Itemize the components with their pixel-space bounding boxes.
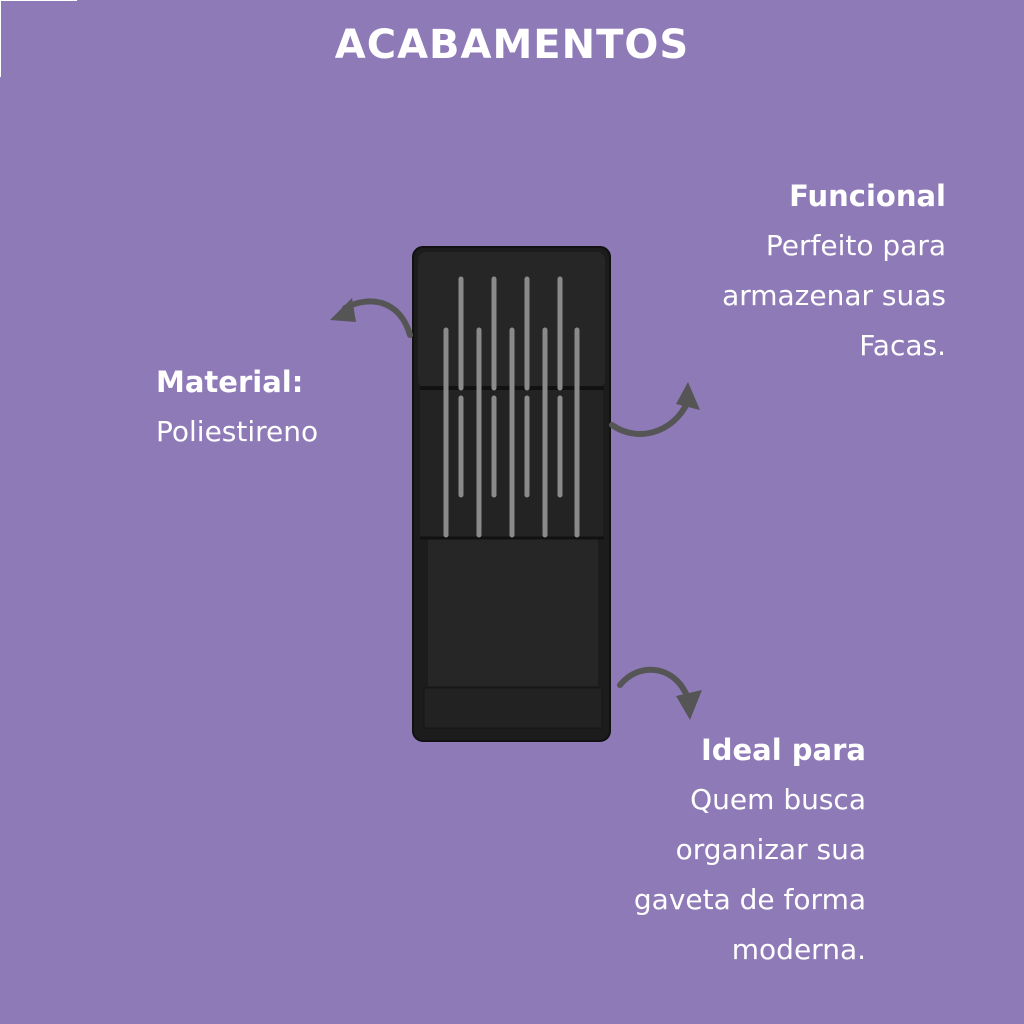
material-heading: Material: xyxy=(156,365,304,399)
ideal-block: Ideal para Quem busca organizar sua gave… xyxy=(634,725,866,975)
left-edge-line xyxy=(0,0,1,77)
ideal-line: Quem busca xyxy=(690,783,866,816)
material-block: Material: Poliestireno xyxy=(156,357,318,457)
material-text: Poliestireno xyxy=(156,415,319,448)
knife-tray-image xyxy=(412,246,611,742)
funcional-block: Funcional Perfeito para armazenar suas F… xyxy=(722,171,946,371)
ideal-line: organizar sua xyxy=(675,833,866,866)
page-title: ACABAMENTOS xyxy=(334,22,690,68)
ideal-line: moderna. xyxy=(731,933,866,966)
funcional-line: Facas. xyxy=(859,329,946,362)
funcional-line: armazenar suas xyxy=(722,279,946,312)
funcional-heading: Funcional xyxy=(789,179,946,213)
top-edge-line xyxy=(0,0,77,1)
ideal-line: gaveta de forma xyxy=(633,883,866,916)
arrow-ideal-icon xyxy=(617,666,693,708)
ideal-heading: Ideal para xyxy=(700,733,866,767)
funcional-line: Perfeito para xyxy=(765,229,946,262)
